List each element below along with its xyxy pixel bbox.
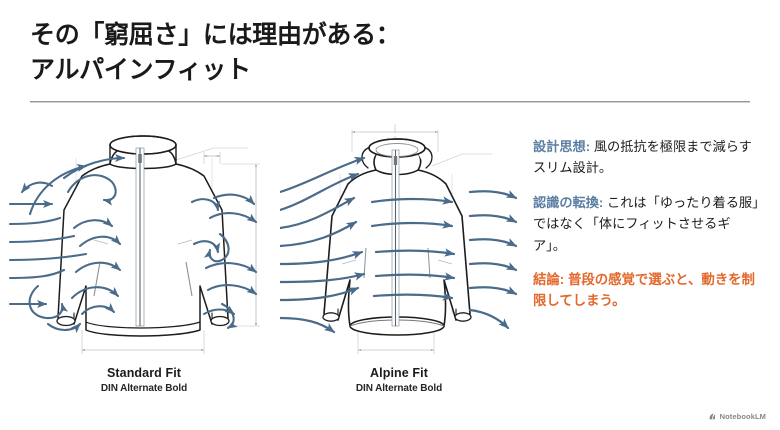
standard-fit-zipper: [135, 147, 145, 327]
figure-group: Standard Fit DIN Alternate Bold: [8, 118, 518, 418]
paragraph-body-conclusion: 普段の感覚で選ぶと、動きを制限してしまう。: [533, 271, 755, 309]
standard-fit-pockets: [93, 239, 193, 297]
caption-standard-fit-title: Standard Fit: [106, 366, 182, 380]
explanation-paragraph-conclusion: 結論: 普段の感覚で選ぶと、動きを制限してしまう。: [533, 269, 761, 311]
paragraph-body-design: 風の抵抗を極限まで減らすスリム設計。: [533, 139, 752, 176]
caption-alpine-fit-subtitle: DIN Alternate Bold: [355, 382, 443, 394]
figure-standard-fit: Standard Fit DIN Alternate Bold: [8, 118, 280, 394]
notebooklm-watermark: NotebookLM: [708, 412, 766, 421]
paragraph-label-mindshift: 認識の転換:: [533, 194, 604, 210]
alpine-fit-airflow-laminar: [280, 156, 518, 334]
standard-fit-jacket-diagram: [8, 134, 260, 354]
explanation-panel: 設計思想: 風の抵抗を極限まで減らすスリム設計。 認識の転換: これは「ゆったり…: [533, 136, 761, 311]
standard-fit-airflow-turbulent: [8, 154, 258, 334]
page-title-line-1: その「窮屈さ」には理由がある：: [30, 21, 401, 49]
paragraph-label-conclusion: 結論:: [533, 271, 565, 287]
figure-alpine-fit: Alpine Fit DIN Alternate Bold: [280, 118, 518, 394]
notebooklm-watermark-text: NotebookLM: [719, 412, 766, 421]
explanation-paragraph-mindshift: 認識の転換: これは「ゆったり着る服」ではなく「体にフィットさせるギア」。: [533, 192, 761, 256]
caption-alpine-fit-title: Alpine Fit: [370, 366, 428, 380]
paragraph-label-design: 設計思想:: [533, 139, 591, 154]
paragraph-body-mindshift: これは「ゆったり着る服」ではなく「体にフィットさせるギア」。: [533, 194, 759, 253]
alpine-fit-zipper: [391, 149, 400, 327]
page-title: その「窮屈さ」には理由がある： アルパインフィット: [30, 18, 670, 87]
page-title-line-2: アルパインフィット: [30, 55, 251, 84]
title-divider: [30, 101, 750, 103]
notebooklm-icon: [709, 413, 715, 420]
explanation-paragraph-design: 設計思想: 風の抵抗を極限まで減らすスリム設計。: [533, 136, 761, 179]
caption-alpine-fit: Alpine Fit DIN Alternate Bold: [280, 366, 518, 395]
caption-standard-fit-subtitle: DIN Alternate Bold: [100, 382, 188, 394]
alpine-fit-jacket-diagram: [280, 124, 518, 354]
caption-standard-fit: Standard Fit DIN Alternate Bold: [8, 366, 280, 395]
